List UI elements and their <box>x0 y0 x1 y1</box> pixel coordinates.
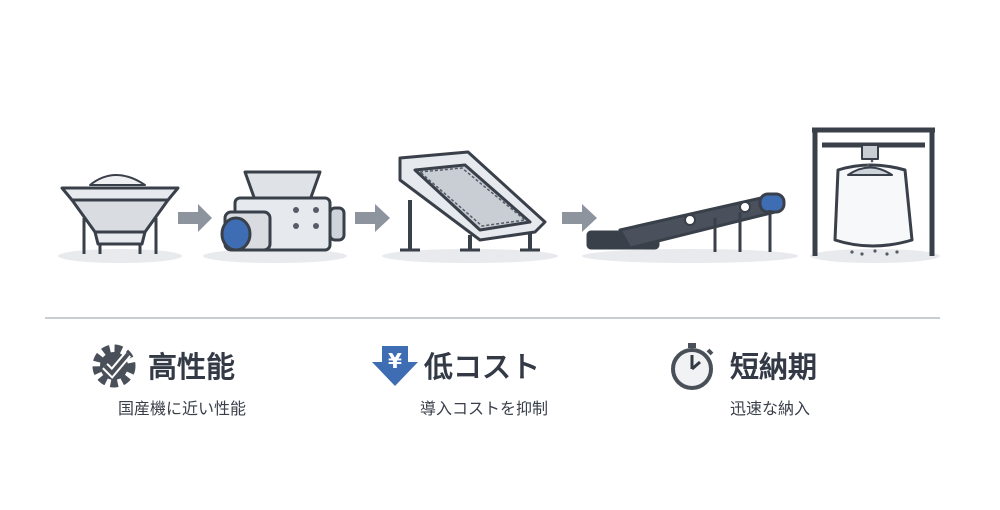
feature-title: 短納期 <box>730 350 818 384</box>
hopper-icon <box>60 174 180 254</box>
bag-filler-icon <box>812 127 935 256</box>
feature-subtitle: 迅速な納入 <box>730 399 811 418</box>
crusher-icon <box>220 170 346 252</box>
stopwatch-icon <box>671 343 714 390</box>
feature-subtitle: 国産機に近い性能 <box>118 399 247 418</box>
feature-title: 高性能 <box>148 350 236 384</box>
process-flow <box>58 127 940 263</box>
vibrating-screen-icon <box>398 150 547 252</box>
flow-arrow <box>562 204 597 232</box>
svg-text:¥: ¥ <box>388 349 402 373</box>
feature-title: 低コスト <box>424 350 541 384</box>
belt-conveyor-icon <box>586 192 786 252</box>
yen-down-arrow-icon: ¥ <box>372 346 418 386</box>
divider <box>45 317 940 319</box>
feature-subtitle: 導入コストを抑制 <box>420 399 549 418</box>
flow-arrow <box>355 204 390 232</box>
gear-check-icon <box>92 344 136 388</box>
flow-arrow <box>178 204 212 232</box>
